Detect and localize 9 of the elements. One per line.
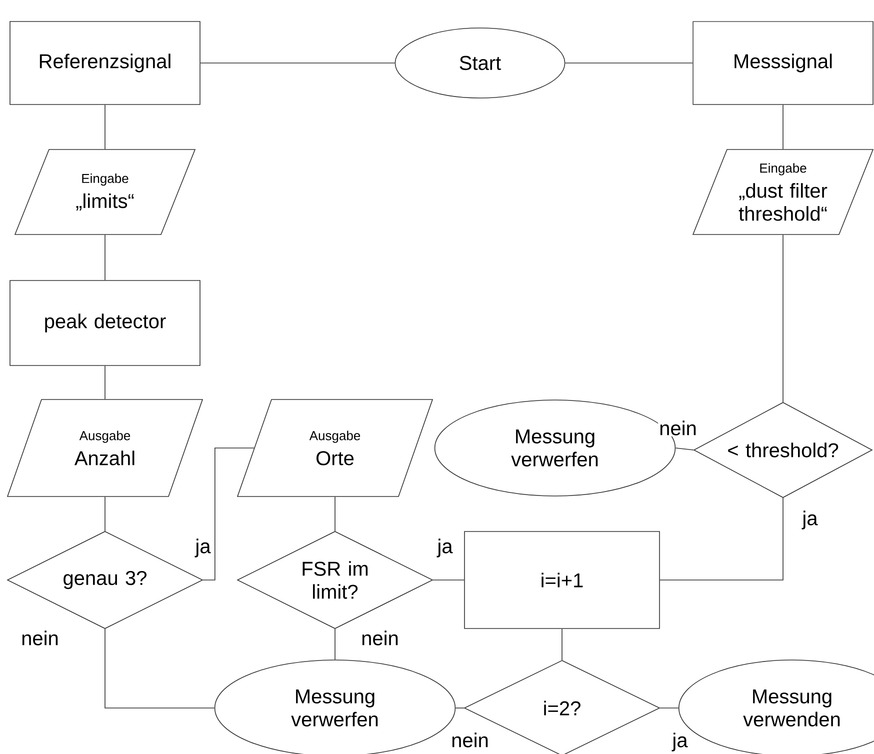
process-box: Messsignal xyxy=(692,21,874,105)
edge-label: nein xyxy=(20,630,60,646)
process-box: i=i+1 xyxy=(464,531,660,629)
process-box: Referenzsignal xyxy=(10,21,200,105)
edge-label: nein xyxy=(658,420,698,436)
edge-label: ja xyxy=(436,538,454,558)
edge-label: nein xyxy=(360,630,400,646)
edge-label: ja xyxy=(801,510,819,530)
process-box: peak detector xyxy=(10,280,200,366)
